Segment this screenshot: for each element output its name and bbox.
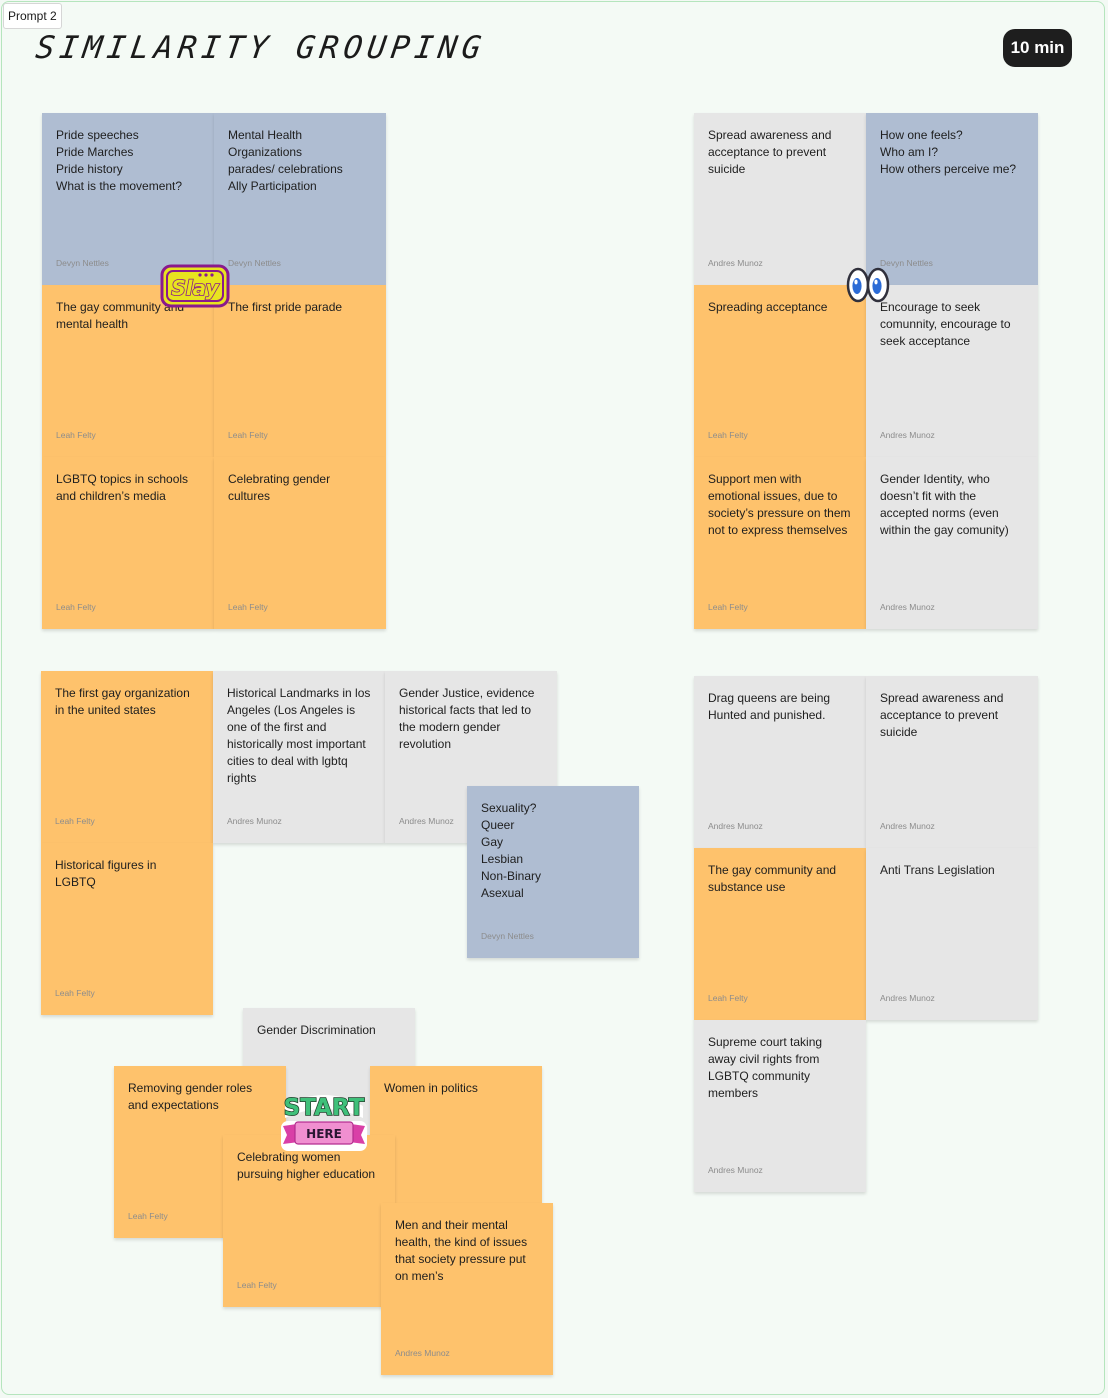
slay-sticker-icon[interactable]: Slay — [160, 264, 230, 313]
sticky-note[interactable]: Support men with emotional issues, due t… — [694, 457, 866, 629]
note-author: Leah Felty — [228, 430, 268, 440]
start-sticker-label: START — [284, 1095, 365, 1121]
sticky-note[interactable]: Encourage to seek comunnity, encourage t… — [866, 285, 1038, 457]
note-author: Leah Felty — [228, 602, 268, 612]
note-text: Anti Trans Legislation — [880, 863, 995, 877]
board-title[interactable]: SIMILARITY GROUPING — [33, 30, 489, 66]
note-text: Historical Landmarks in los Angeles (Los… — [227, 686, 371, 785]
sticky-note[interactable]: The first gay organization in the united… — [41, 671, 213, 843]
note-text: Gender Justice, evidence historical fact… — [399, 686, 535, 751]
sticky-note[interactable]: Sexuality? Queer Gay Lesbian Non-Binary … — [467, 786, 639, 958]
sticky-note[interactable]: Spread awareness and acceptance to preve… — [694, 113, 866, 285]
start-here-sticker-icon[interactable]: START HERE — [277, 1084, 371, 1159]
note-author: Andres Munoz — [880, 821, 935, 831]
note-text: Historical figures in LGBTQ — [55, 858, 157, 889]
note-text: Mental Health Organizations parades/ cel… — [228, 128, 343, 193]
sticky-note[interactable]: Mental Health Organizations parades/ cel… — [214, 113, 386, 285]
note-author: Devyn Nettles — [481, 931, 534, 941]
section-tag[interactable]: Prompt 2 — [3, 3, 62, 29]
slay-sticker-label: Slay — [171, 276, 219, 300]
note-text: Drag queens are being Hunted and punishe… — [708, 691, 831, 722]
note-author: Leah Felty — [128, 1211, 168, 1221]
note-author: Andres Munoz — [227, 816, 282, 826]
eyes-emoji-icon[interactable] — [845, 266, 891, 309]
note-author: Devyn Nettles — [880, 258, 933, 268]
note-text: Sexuality? Queer Gay Lesbian Non-Binary … — [481, 801, 542, 900]
note-text: The first gay organization in the united… — [55, 686, 190, 717]
note-author: Leah Felty — [708, 602, 748, 612]
note-author: Andres Munoz — [880, 430, 935, 440]
note-author: Andres Munoz — [708, 821, 763, 831]
note-author: Andres Munoz — [399, 816, 454, 826]
note-text: Spread awareness and acceptance to preve… — [708, 128, 832, 176]
sticky-note[interactable]: Gender Identity, who doesn’t fit with th… — [866, 457, 1038, 629]
note-author: Devyn Nettles — [228, 258, 281, 268]
note-text: Celebrating women pursuing higher educat… — [237, 1150, 376, 1181]
note-author: Andres Munoz — [395, 1348, 450, 1358]
note-text: Removing gender roles and expectations — [128, 1081, 253, 1112]
note-text: The first pride parade — [228, 300, 343, 314]
note-text: How one feels? Who am I? How others perc… — [880, 128, 1017, 176]
note-text: Women in politics — [384, 1081, 478, 1095]
note-author: Leah Felty — [56, 430, 96, 440]
note-text: LGBTQ topics in schools and children’s m… — [56, 472, 189, 503]
note-text: Supreme court taking away civil rights f… — [708, 1035, 823, 1100]
sticky-note[interactable]: Historical figures in LGBTQ Leah Felty — [41, 843, 213, 1015]
note-author: Leah Felty — [708, 430, 748, 440]
sticky-note[interactable]: Drag queens are being Hunted and punishe… — [694, 676, 866, 848]
sticky-note[interactable]: Historical Landmarks in los Angeles (Los… — [213, 671, 385, 843]
sticky-note[interactable]: Spread awareness and acceptance to preve… — [866, 676, 1038, 848]
note-author: Leah Felty — [56, 602, 96, 612]
note-text: Men and their mental health, the kind of… — [395, 1218, 528, 1283]
note-author: Andres Munoz — [708, 1165, 763, 1175]
sticky-note[interactable]: Pride speeches Pride Marches Pride histo… — [42, 113, 214, 285]
note-text: Pride speeches Pride Marches Pride histo… — [56, 128, 183, 193]
note-author: Andres Munoz — [708, 258, 763, 268]
note-text: Spreading acceptance — [708, 300, 828, 314]
note-text: Gender Identity, who doesn’t fit with th… — [880, 472, 1009, 537]
note-author: Leah Felty — [55, 816, 95, 826]
note-author: Leah Felty — [55, 988, 95, 998]
note-author: Devyn Nettles — [56, 258, 109, 268]
note-text: Gender Discrimination — [257, 1023, 376, 1037]
note-author: Andres Munoz — [880, 602, 935, 612]
note-author: Leah Felty — [237, 1280, 277, 1290]
sticky-note[interactable]: LGBTQ topics in schools and children’s m… — [42, 457, 214, 629]
note-text: Support men with emotional issues, due t… — [708, 472, 851, 537]
here-sticker-label: HERE — [306, 1127, 342, 1141]
note-text: The gay community and substance use — [708, 863, 837, 894]
sticky-note[interactable]: Men and their mental health, the kind of… — [381, 1203, 553, 1375]
note-text: Celebrating gender cultures — [228, 472, 331, 503]
note-text: Spread awareness and acceptance to preve… — [880, 691, 1004, 739]
sticky-note[interactable]: Celebrating women pursuing higher educat… — [223, 1135, 395, 1307]
sticky-note[interactable]: How one feels? Who am I? How others perc… — [866, 113, 1038, 285]
note-author: Leah Felty — [708, 993, 748, 1003]
sticky-note[interactable]: Supreme court taking away civil rights f… — [694, 1020, 866, 1192]
note-author: Andres Munoz — [880, 993, 935, 1003]
note-text: Encourage to seek comunnity, encourage t… — [880, 300, 1011, 348]
timer-badge[interactable]: 10 min — [1003, 29, 1072, 67]
